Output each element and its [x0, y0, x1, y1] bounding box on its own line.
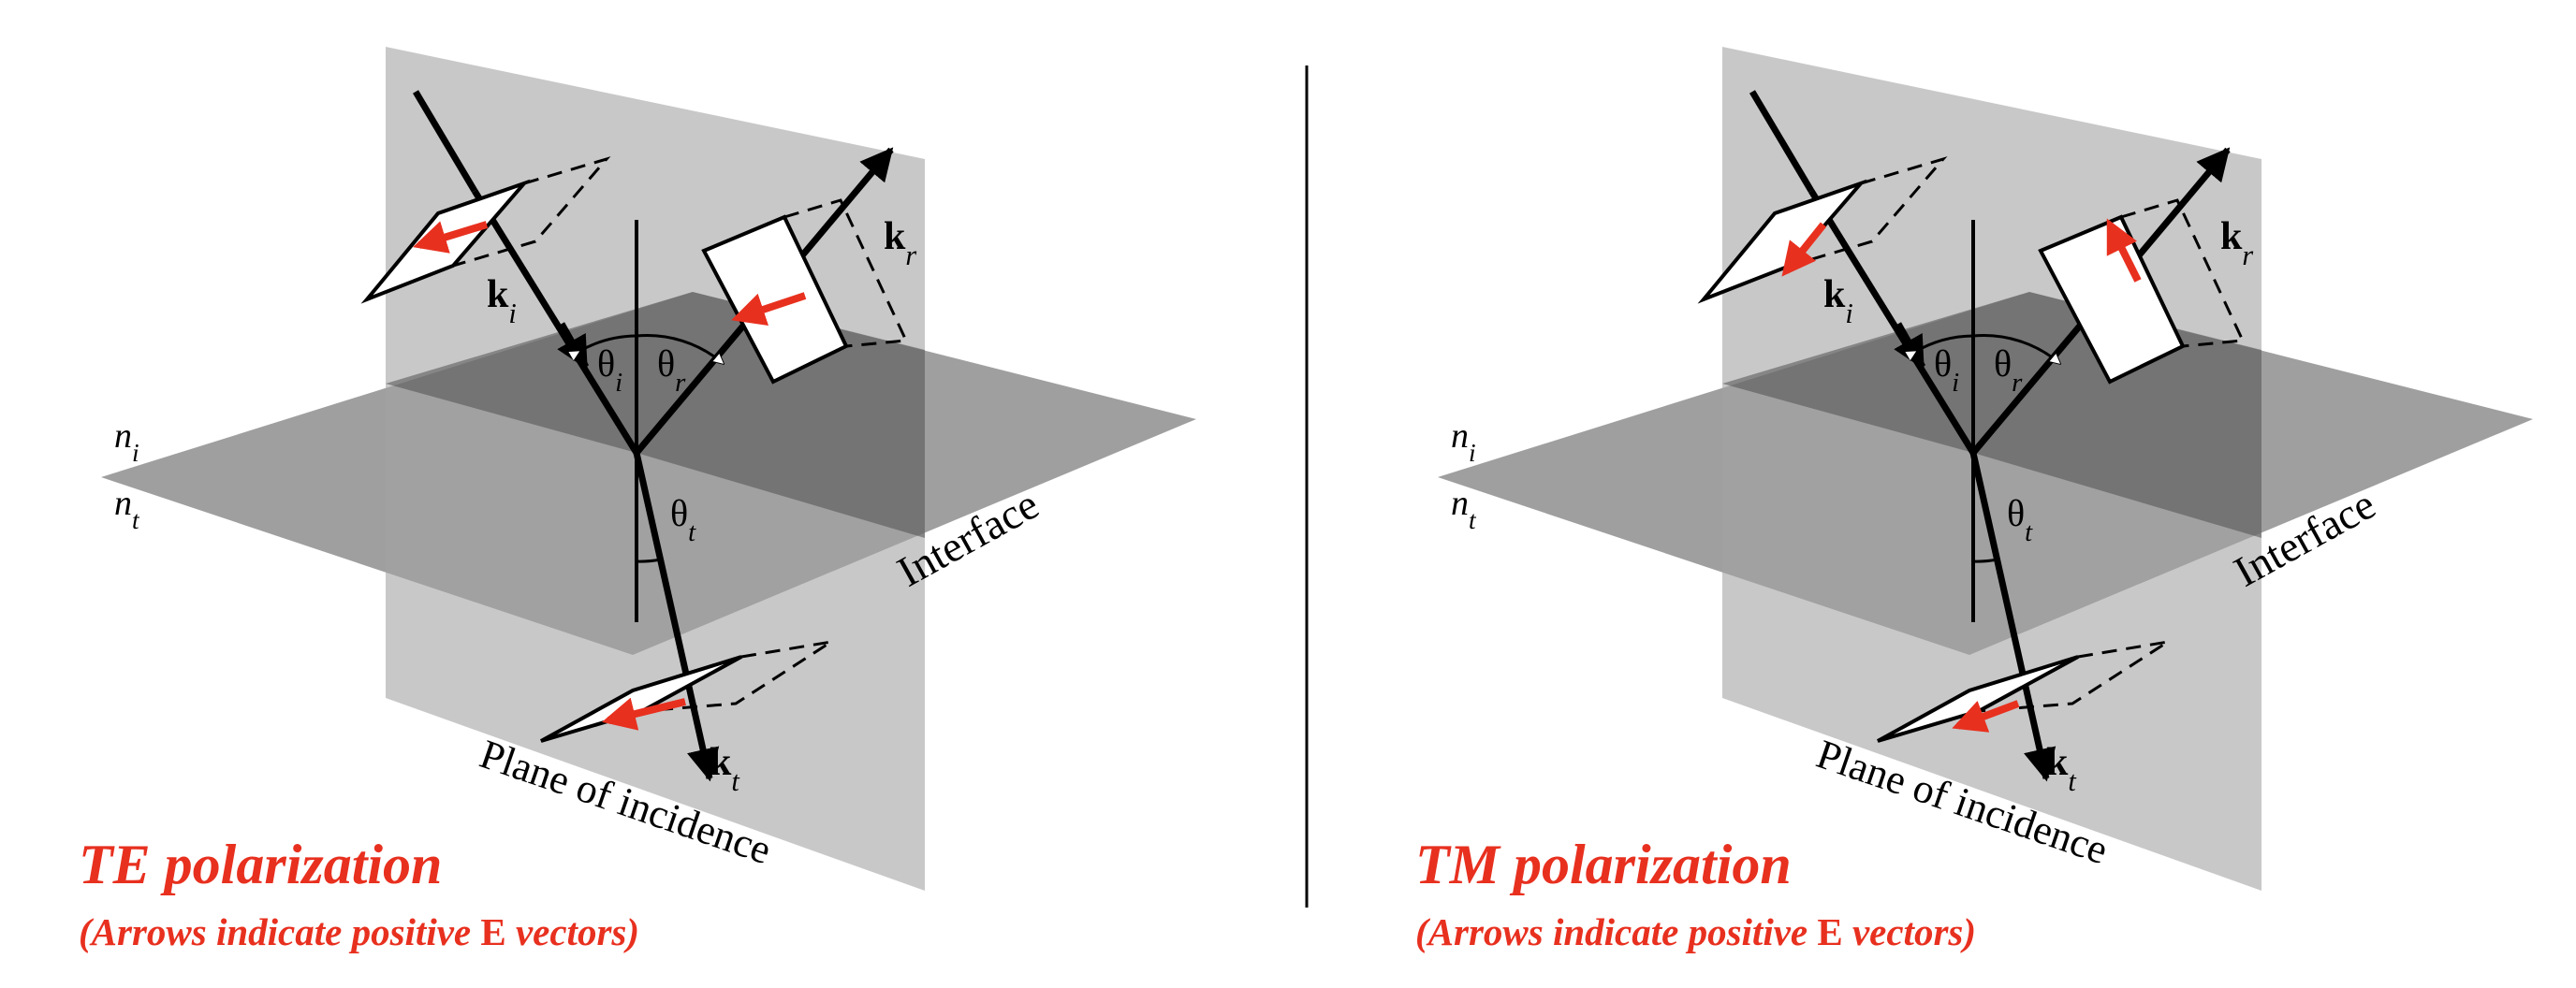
k-r-label: kr — [884, 215, 916, 271]
transmitted-e-vector-arrow — [602, 697, 686, 731]
transmitted-ray — [633, 452, 720, 782]
caption-title: TE polarization — [79, 834, 442, 895]
reflected-e-vector-arrow — [731, 292, 807, 326]
incident-e-vector-arrow — [413, 221, 489, 254]
transmitted-e-vector-arrow — [1952, 700, 2020, 733]
incident-ray — [472, 189, 639, 455]
n-i-label: ni — [114, 416, 139, 467]
caption-subtitle: (Arrows indicate positive E vectors) — [79, 910, 639, 953]
theta-i-arc — [1915, 334, 1974, 352]
incident-e-vector-arrow — [1781, 222, 1827, 277]
incident-ray-arrowhead — [1894, 322, 1926, 370]
theta-t-label: θt — [2007, 492, 2033, 547]
theta-r-arc — [1972, 334, 2059, 363]
k-i-label: ki — [1823, 273, 1853, 329]
n-i-label: ni — [1451, 416, 1476, 467]
transmitted-ray — [1969, 452, 2056, 782]
theta-r-label: θr — [1994, 342, 2023, 398]
n-t-label: nt — [1451, 484, 1477, 534]
n-t-label: nt — [114, 484, 140, 534]
theta-i-label: θi — [597, 342, 622, 398]
caption-subtitle: (Arrows indicate positive E vectors) — [1415, 910, 1976, 953]
incident-ray-tail — [412, 90, 478, 193]
theta-r-arc — [636, 334, 723, 363]
transmitted-field-plane-dashed — [1978, 640, 2169, 713]
incident-ray-tail — [1749, 90, 1815, 193]
reflected-field-plane-dashed — [2120, 198, 2246, 348]
k-i-label: ki — [487, 273, 517, 329]
incident-ray — [1808, 189, 1976, 455]
theta-t-label: θt — [670, 492, 696, 547]
theta-t-arc — [636, 558, 662, 563]
transmitted-field-plane-dashed — [641, 640, 832, 713]
theta-i-arc — [578, 334, 637, 352]
k-t-label: kt — [710, 741, 739, 797]
caption-title: TM polarization — [1415, 834, 1792, 895]
incident-ray-arrowhead — [557, 322, 590, 370]
reflected-e-vector-arrow — [2106, 218, 2142, 283]
k-t-label: kt — [2046, 741, 2076, 797]
theta-t-arc — [1972, 558, 1998, 563]
theta-i-label: θi — [1934, 342, 1959, 398]
theta-r-label: θr — [657, 342, 686, 398]
k-r-label: kr — [2220, 215, 2253, 271]
reflected-field-plane-dashed — [783, 198, 909, 348]
